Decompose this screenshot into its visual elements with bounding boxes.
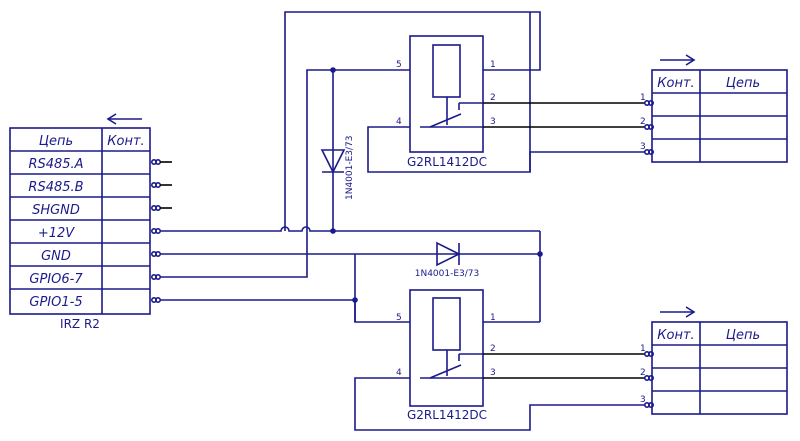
relay-bottom-pin4: 4 — [396, 368, 402, 378]
bottom-output-wires — [483, 353, 645, 379]
relay-bottom-pin3: 3 — [490, 368, 496, 378]
irz-col-signal: Цепь — [39, 134, 73, 149]
terminal-top-pin1: 1 — [640, 93, 646, 103]
diode-top: 1N4001-E3/73 — [320, 135, 355, 200]
terminal-top-col-contact: Конт. — [657, 76, 694, 91]
irz-row-gnd: GND — [41, 249, 71, 264]
relay-bottom-coil — [432, 297, 461, 351]
relay-top-body — [409, 35, 484, 153]
terminal-bottom-pin3: 3 — [640, 395, 646, 405]
irz-row-gpio6-7: GPIO6-7 — [29, 272, 83, 287]
terminal-top-col-signal: Цепь — [726, 76, 760, 91]
relay-top-model: G2RL1412DC — [407, 155, 487, 169]
terminal-bottom-pin1: 1 — [640, 344, 646, 354]
irz-name: IRZ R2 — [60, 317, 100, 331]
irz-pin-contacts — [151, 159, 162, 303]
terminal-bottom-pin2: 2 — [640, 368, 646, 378]
relay-top-coil — [432, 44, 461, 98]
terminal-top-pin2: 2 — [640, 117, 646, 127]
relay-top-pin1: 1 — [490, 60, 496, 70]
relay-top: 5 4 1 2 3 G2RL1412DC — [396, 35, 496, 169]
arrow-left-icon — [106, 113, 142, 125]
irz-connector: Цепь Конт. RS485.A RS485.B SHGND +12V GN… — [9, 113, 172, 331]
relay-top-pin3: 3 — [490, 117, 496, 127]
diode-bottom: 1N4001-E3/73 — [415, 241, 480, 279]
terminal-bottom: Конт. Цепь 1 2 3 — [640, 306, 788, 415]
relay-bottom: 5 4 1 2 3 G2RL1412DC — [396, 289, 496, 422]
arrow-right-icon — [660, 306, 696, 318]
terminal-top-pin3: 3 — [640, 142, 646, 152]
irz-table-frame — [9, 127, 151, 315]
diode-top-label: 1N4001-E3/73 — [345, 135, 355, 200]
arrow-right-icon — [660, 54, 696, 66]
relay-bottom-pin5: 5 — [396, 313, 402, 323]
relay-bottom-body — [409, 289, 484, 407]
irz-row-rs485b: RS485.B — [28, 180, 83, 195]
relay-bottom-pin2: 2 — [490, 344, 496, 354]
irz-row-shgnd: SHGND — [32, 203, 80, 218]
diode-bottom-label: 1N4001-E3/73 — [415, 269, 480, 279]
irz-row-gpio1-5: GPIO1-5 — [29, 295, 82, 310]
wiring — [160, 11, 645, 431]
relay-bottom-model: G2RL1412DC — [407, 408, 487, 422]
terminal-bottom-col-contact: Конт. — [657, 328, 694, 343]
relay-top-pin2: 2 — [490, 93, 496, 103]
relay-top-pin4: 4 — [396, 117, 402, 127]
irz-row-12v: +12V — [38, 226, 75, 241]
top-output-wires — [483, 102, 645, 172]
terminal-bottom-col-signal: Цепь — [726, 328, 760, 343]
irz-row-rs485a: RS485.A — [28, 157, 83, 172]
relay-bottom-pin1: 1 — [490, 313, 496, 323]
relay-top-pin5: 5 — [396, 60, 402, 70]
irz-col-contact: Конт. — [107, 134, 144, 149]
terminal-top: Конт. Цепь 1 2 3 — [640, 54, 788, 163]
